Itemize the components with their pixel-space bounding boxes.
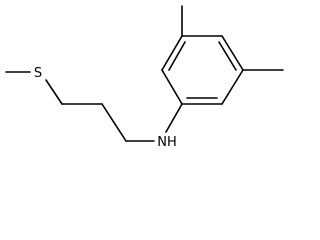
sulfur-label: S [34, 66, 42, 81]
ring-bond-fa [161, 69, 183, 105]
bond-s-c1 [45, 79, 63, 105]
ring-bond-bc [221, 69, 244, 105]
ring-bond-ef [161, 35, 183, 71]
bond-c2-c3 [101, 103, 127, 142]
amine-label: NH [157, 135, 177, 150]
structure-diagram: S NH [5, 5, 284, 150]
bond-n-ring [165, 103, 183, 133]
ring-double-ef [168, 41, 186, 71]
ring-bond-cd [221, 35, 244, 71]
ring-double-cd [218, 41, 237, 71]
